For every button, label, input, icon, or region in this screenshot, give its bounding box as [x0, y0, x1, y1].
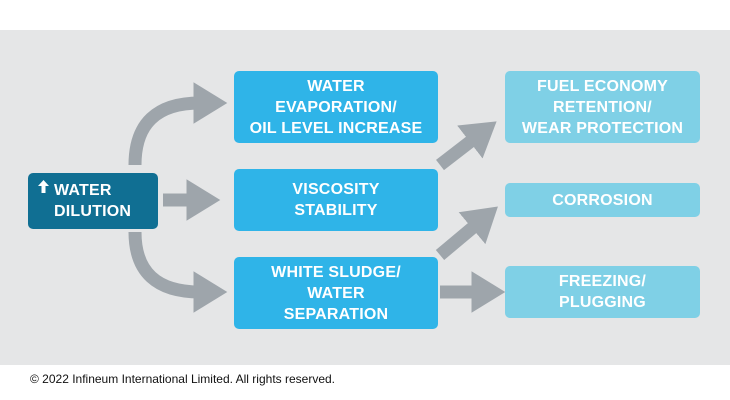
arrow-sludge-to-corrosion [435, 206, 498, 260]
viscosity-box: VISCOSITY STABILITY [234, 169, 438, 231]
arrow-viscosity-to-fuel-economy [436, 121, 497, 171]
freezing-label: FREEZING/ PLUGGING [558, 273, 647, 311]
corrosion-label: CORROSION [552, 191, 653, 209]
freezing-box: FREEZING/ PLUGGING [505, 266, 700, 318]
copyright-footer: © 2022 Infineum International Limited. A… [30, 372, 336, 386]
arrow-source-to-sludge [128, 231, 228, 313]
arrow-source-to-evaporation [128, 82, 228, 166]
up-arrow-icon [38, 180, 49, 193]
fuel-economy-label: FUEL ECONOMY RETENTION/ WEAR PROTECTION [521, 77, 684, 137]
sludge-box: WHITE SLUDGE/ WATER SEPARATION [234, 257, 438, 329]
corrosion-box: CORROSION [505, 183, 700, 217]
water-dilution-box: WATER DILUTION [28, 173, 158, 229]
water-dilution-label: WATER DILUTION [54, 182, 132, 220]
sludge-label: WHITE SLUDGE/ WATER SEPARATION [271, 263, 401, 323]
evaporation-box: WATER EVAPORATION/ OIL LEVEL INCREASE [234, 71, 438, 143]
fuel-economy-box: FUEL ECONOMY RETENTION/ WEAR PROTECTION [505, 71, 700, 143]
viscosity-label: VISCOSITY STABILITY [292, 181, 380, 219]
evaporation-label: WATER EVAPORATION/ OIL LEVEL INCREASE [249, 77, 423, 137]
